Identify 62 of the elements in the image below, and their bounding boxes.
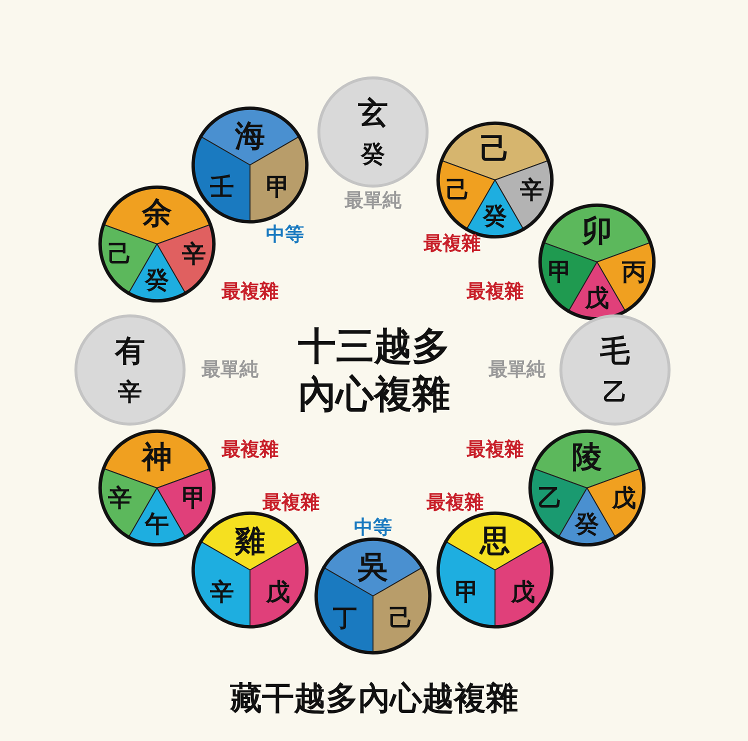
stem-character: 癸 bbox=[361, 142, 385, 166]
circle-heading: 卯 bbox=[582, 217, 612, 247]
plain-circle bbox=[315, 74, 431, 190]
circle-heading: 神 bbox=[142, 443, 172, 473]
stem-character: 甲 bbox=[548, 260, 572, 284]
circle-heading: 有 bbox=[115, 337, 145, 367]
rating-label: 最複雜 bbox=[466, 440, 524, 460]
plain-circle bbox=[72, 312, 188, 428]
segmented-circle bbox=[527, 428, 647, 548]
rating-label: 最複雜 bbox=[424, 234, 480, 254]
stem-character: 己 bbox=[446, 178, 470, 202]
circle-heading: 思 bbox=[480, 527, 510, 557]
caption: 藏干越多內心越複雜 bbox=[228, 682, 519, 714]
rating-label: 中等 bbox=[266, 226, 304, 244]
stem-character: 乙 bbox=[538, 486, 562, 510]
segmented-circle bbox=[190, 510, 310, 630]
stem-character: 甲 bbox=[182, 486, 206, 510]
stem-character: 壬 bbox=[210, 175, 234, 199]
stem-character: 戊 bbox=[511, 580, 535, 604]
stem-character: 戊 bbox=[612, 486, 636, 510]
circle-heading: 毛 bbox=[600, 337, 630, 367]
stem-character: 戊 bbox=[266, 580, 290, 604]
stem-character: 辛 bbox=[210, 580, 234, 604]
segmented-circle bbox=[537, 202, 657, 322]
stem-character: 辛 bbox=[520, 178, 544, 202]
stem-character: 丁 bbox=[333, 606, 357, 630]
stem-character: 辛 bbox=[118, 380, 142, 404]
center-heading: 十三越多內心複雜 bbox=[297, 323, 451, 418]
stem-character: 午 bbox=[145, 512, 169, 536]
rating-label: 最複雜 bbox=[222, 282, 278, 302]
segmented-circle bbox=[190, 105, 310, 225]
circle-heading: 余 bbox=[142, 199, 172, 229]
rating-label: 最單純 bbox=[488, 360, 546, 380]
rating-label: 中等 bbox=[354, 518, 392, 538]
segmented-circle bbox=[313, 536, 433, 656]
circle-heading: 雞 bbox=[235, 527, 265, 557]
stem-character: 癸 bbox=[145, 268, 169, 292]
stem-character: 甲 bbox=[455, 580, 479, 604]
stem-character: 辛 bbox=[108, 486, 132, 510]
segmented-circle bbox=[435, 510, 555, 630]
plain-circle bbox=[557, 312, 673, 428]
circle-heading: 玄 bbox=[358, 99, 388, 129]
stem-character: 己 bbox=[389, 606, 413, 630]
rating-label: 最複雜 bbox=[222, 440, 278, 460]
stem-character: 辛 bbox=[182, 242, 206, 266]
rating-label: 最複雜 bbox=[466, 282, 524, 302]
stem-character: 乙 bbox=[603, 380, 627, 404]
stem-character: 甲 bbox=[266, 175, 290, 199]
rating-label: 最單純 bbox=[202, 360, 258, 380]
circle-heading: 吳 bbox=[358, 553, 388, 583]
stem-character: 己 bbox=[108, 242, 132, 266]
circle-heading: 陵 bbox=[572, 443, 602, 473]
rating-label: 最複雜 bbox=[426, 494, 484, 512]
rating-label: 最單純 bbox=[344, 192, 402, 210]
circle-heading: 海 bbox=[235, 122, 265, 152]
segmented-circle bbox=[97, 428, 217, 548]
circle-heading: 己 bbox=[480, 135, 510, 165]
stem-character: 戊 bbox=[585, 286, 609, 310]
stem-character: 丙 bbox=[622, 260, 646, 284]
rating-label: 最複雜 bbox=[262, 494, 320, 512]
stem-character: 癸 bbox=[575, 512, 599, 536]
stem-character: 癸 bbox=[483, 204, 507, 228]
